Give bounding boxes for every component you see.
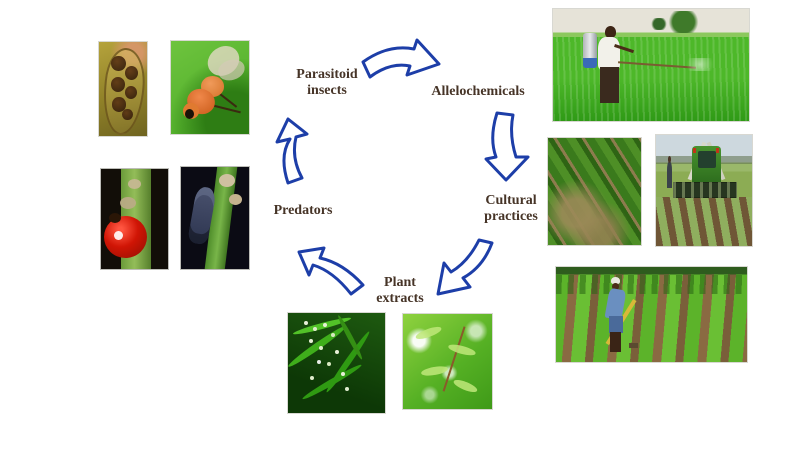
parasitoid-pupa-shape [122, 108, 133, 120]
label-cultural-line2: practices [484, 208, 538, 224]
parasitoid-pupa-shape [124, 65, 139, 80]
label-parasitoid-line1: Parasitoid [296, 67, 358, 82]
tractor-light-shape [716, 148, 720, 153]
parasitoid-pupa-shape [124, 86, 138, 100]
photo-parasitoid-wasp [170, 40, 250, 135]
bystander-head-shape [668, 156, 672, 163]
wasp-eye-shape [185, 108, 195, 120]
farmer-vest-shape [598, 37, 620, 70]
photo-tractor-cultivator [655, 134, 753, 247]
leaflet-shape [420, 364, 448, 378]
label-plant-extracts: Plant extracts [376, 275, 423, 306]
parasitoid-pupa-shape [110, 76, 125, 92]
tractor-light-shape [693, 148, 697, 153]
arrow-cultural-to-plant-extracts [436, 238, 494, 296]
photo-predatory-larva [180, 166, 250, 270]
label-predators: Predators [273, 203, 333, 218]
label-allelochemicals: Allelochemicals [431, 84, 525, 99]
photo-mulched-rows [547, 137, 642, 246]
photo-hand-weeding [555, 266, 748, 363]
farmer-head-shape [604, 25, 616, 39]
ladybird-head-shape [109, 213, 122, 223]
farmer-cap-shape [611, 276, 620, 285]
tractor-window-shape [698, 150, 716, 169]
tree-shape [666, 11, 700, 33]
parasitoid-pupa-shape [112, 97, 126, 112]
ladybird-body-shape [104, 216, 148, 258]
photo-flowering-plant [287, 312, 386, 414]
label-cultural-practices: Cultural practices [484, 193, 538, 224]
wasp-leg-shape [218, 91, 238, 108]
spray-mist-shape [682, 58, 718, 71]
farmer-body-shape [600, 67, 619, 104]
sprayer-tank-shape [583, 32, 598, 63]
label-plant-line1: Plant [384, 275, 416, 290]
arrow-plant-extracts-to-predators [297, 246, 365, 296]
cultivator-implement-shape [673, 181, 737, 199]
label-plant-line2: extracts [376, 290, 424, 306]
photo-parasitized-eggs [98, 41, 148, 137]
far-rows-shape [556, 274, 747, 294]
leaflet-shape [452, 378, 479, 395]
photo-neem-foliage [402, 313, 493, 410]
label-parasitoid-line2: insects [307, 82, 347, 98]
bystander-shape [666, 161, 673, 189]
aphid-shape [127, 179, 142, 189]
aphid-shape [228, 193, 243, 205]
arrow-allelochemicals-to-cultural [484, 111, 530, 182]
sprayer-tank-shape [583, 58, 598, 69]
photo-spraying-field [552, 8, 750, 122]
label-parasitoid-insects: Parasitoid insects [296, 67, 357, 98]
leaflet-shape [414, 324, 443, 342]
farmer-shorts-shape [608, 316, 623, 334]
leaflet-shape [447, 342, 477, 358]
white-flowers-shape [303, 321, 308, 325]
hoe-blade-shape [628, 343, 639, 348]
cultivator-tines-shape [673, 181, 737, 199]
highlight-shape [114, 231, 124, 240]
arrow-predators-to-parasitoid [275, 117, 309, 185]
parasitoid-pupa-shape [111, 56, 126, 72]
arrow-parasitoid-to-allelochemicals [361, 38, 441, 79]
aphid-shape [119, 197, 136, 209]
photo-ladybird-beetle [100, 168, 169, 270]
farmer-head-shape [612, 283, 620, 290]
label-cultural-line1: Cultural [485, 193, 537, 208]
farmer-legs-shape [610, 331, 621, 353]
aphid-shape [219, 174, 236, 188]
leaf-blade-shape [300, 362, 363, 402]
tree-shape [651, 17, 667, 31]
